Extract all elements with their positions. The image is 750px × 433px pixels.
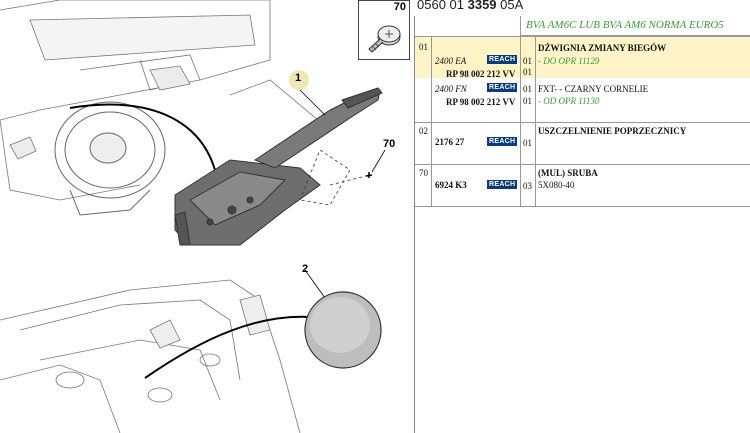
stalk-switch-drawing (174, 87, 383, 246)
reach-badge[interactable]: REACH (487, 55, 518, 64)
reach-badge[interactable]: REACH (487, 83, 518, 92)
table-header: BVA AM6C LUB BVA AM6 NORMA EURO5 (520, 16, 750, 36)
part-reference: 0560 01 3359 05A (417, 0, 524, 12)
row-position: 02 (419, 126, 428, 136)
row-highlight (415, 37, 750, 78)
callout-2: 2 (302, 263, 309, 275)
row-description: (MUL) SRUBA (538, 168, 598, 178)
row-qty: 01 (523, 138, 532, 148)
row-ref-code: 2400 FN (435, 84, 467, 94)
row-qty: 01 (523, 56, 532, 66)
row-description: USZCZELNIENIE POPRZECZNICY (538, 126, 687, 136)
row-note: - OD OPR 11130 (538, 96, 600, 106)
steering-wheel-drawing (54, 101, 166, 216)
reach-badge[interactable]: REACH (487, 180, 518, 189)
row-ref-number: RP 98 002 212 VV (446, 69, 516, 79)
row-ref-number: 6924 K3 (435, 180, 467, 190)
row-qty: 01 (523, 67, 532, 77)
row-description-detail: 5X080-40 (538, 180, 575, 190)
row-ref-number: 2176 27 (435, 137, 465, 147)
floor-pan-drawing (0, 279, 301, 433)
dashboard-drawing (0, 0, 331, 201)
row-description: DŹWIGNIA ZMIANY BIEGÓW (538, 43, 667, 53)
screw-thumbnail[interactable]: 70 (358, 0, 410, 60)
seal-plug-drawing (304, 291, 382, 369)
row-ref-code: 2400 EA (435, 56, 467, 66)
callout-1: 1 (295, 72, 302, 84)
callout-70: 70 (383, 138, 396, 150)
row-position: 01 (419, 42, 428, 52)
reach-badge[interactable]: REACH (487, 137, 518, 146)
thumbnail-number: 70 (393, 1, 406, 13)
row-qty: 01 (523, 96, 532, 106)
parts-illustration (0, 0, 386, 433)
parts-table: BVA AM6C LUB BVA AM6 NORMA EURO5 01 2400… (414, 16, 750, 433)
screw-icon (368, 25, 401, 53)
row-position: 70 (419, 168, 428, 178)
row-note: - DO OPR 11129 (538, 56, 600, 66)
row-qty: 03 (523, 181, 532, 191)
row-qty: 01 (523, 84, 532, 94)
row-description: FXT- - CZARNY CORNELIE (538, 84, 649, 94)
row-ref-number: RP 98 002 212 VV (446, 97, 516, 107)
